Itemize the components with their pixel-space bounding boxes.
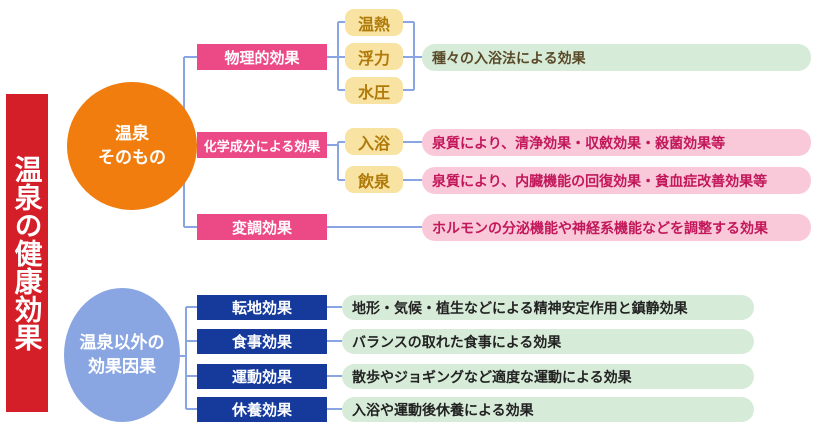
chip-bathing: 入浴 bbox=[345, 128, 403, 155]
physical-effect-description: 種々の入浴法による効果 bbox=[422, 44, 811, 71]
diet-description: バランスの取れた食事による効果 bbox=[342, 329, 754, 354]
exercise-effect-box: 運動効果 bbox=[197, 364, 327, 389]
rest-description: 入浴や運動後休養による効果 bbox=[342, 397, 754, 422]
chemical-effect-box: 化学成分による効果 bbox=[197, 132, 327, 158]
bathing-description: 泉質により、清浄効果・収斂効果・殺菌効果等 bbox=[422, 129, 811, 156]
chip-water-pressure: 水圧 bbox=[345, 77, 403, 104]
hot-spring-itself-node: 温泉 そのもの bbox=[67, 82, 197, 210]
rest-effect-box: 休養効果 bbox=[197, 397, 327, 422]
diet-effect-box: 食事効果 bbox=[197, 329, 327, 354]
main-title: 温泉の健康効果 bbox=[6, 94, 48, 412]
relocation-description: 地形・気候・植生などによる精神安定作用と鎮静効果 bbox=[342, 295, 754, 320]
other-factors-label-1: 温泉以外の bbox=[79, 333, 165, 353]
other-factors-node: 温泉以外の 効果因果 bbox=[64, 288, 180, 422]
drinking-description: 泉質により、内臓機能の回復効果・貧血症改善効果等 bbox=[422, 167, 811, 194]
chip-drinking: 飲泉 bbox=[345, 166, 403, 193]
exercise-description: 散歩やジョギングなど適度な運動による効果 bbox=[342, 364, 754, 389]
chip-buoyancy: 浮力 bbox=[345, 43, 403, 70]
hot-spring-itself-label-1: 温泉 bbox=[115, 124, 149, 144]
other-factors-label-2: 効果因果 bbox=[88, 357, 156, 377]
relocation-effect-box: 転地効果 bbox=[197, 295, 327, 320]
physical-effect-box: 物理的効果 bbox=[197, 44, 327, 70]
chip-heat: 温熱 bbox=[345, 9, 403, 36]
modulation-effect-box: 変調効果 bbox=[197, 214, 327, 240]
modulation-description: ホルモンの分泌機能や神経系機能などを調整する効果 bbox=[422, 214, 811, 241]
hot-spring-itself-label-2: そのもの bbox=[98, 148, 166, 168]
